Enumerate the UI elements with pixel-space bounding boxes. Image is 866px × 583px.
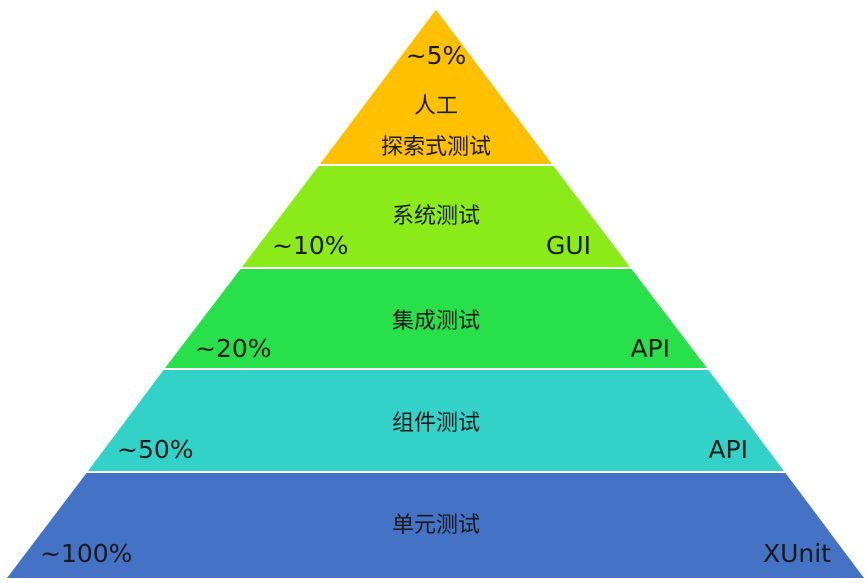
layer-component-name: 组件测试 [392, 411, 480, 436]
pyramid-layer-integration: 集成测试 ~20% API [160, 267, 712, 370]
layer-integration-tool: API [630, 334, 670, 363]
layer-top-name-line2: 探索式测试 [381, 135, 491, 160]
layer-unit-percent: ~100% [40, 539, 132, 568]
pyramid-layer-top: ~5% 人工 探索式测试 [315, 6, 557, 166]
pyramid-layer-system: 系统测试 ~10% GUI [237, 164, 635, 269]
layer-integration-name: 集成测试 [392, 309, 480, 334]
layer-system-percent: ~10% [272, 231, 349, 260]
layer-component-tool: API [708, 435, 748, 464]
pyramid-layer-component: 组件测试 ~50% API [84, 368, 788, 473]
layer-system-tool: GUI [546, 231, 591, 260]
layer-integration-percent: ~20% [195, 334, 272, 363]
layer-top-name-line1: 人工 [414, 94, 458, 119]
layer-unit-tool: XUnit [763, 539, 831, 568]
layer-unit-name: 单元测试 [392, 513, 480, 538]
pyramid-layer-unit: 单元测试 ~100% XUnit [2, 471, 866, 580]
layer-system-name: 系统测试 [392, 204, 480, 229]
layer-unit-shape [2, 471, 866, 580]
layer-top-percent: ~5% [406, 41, 467, 70]
layer-component-percent: ~50% [117, 435, 194, 464]
